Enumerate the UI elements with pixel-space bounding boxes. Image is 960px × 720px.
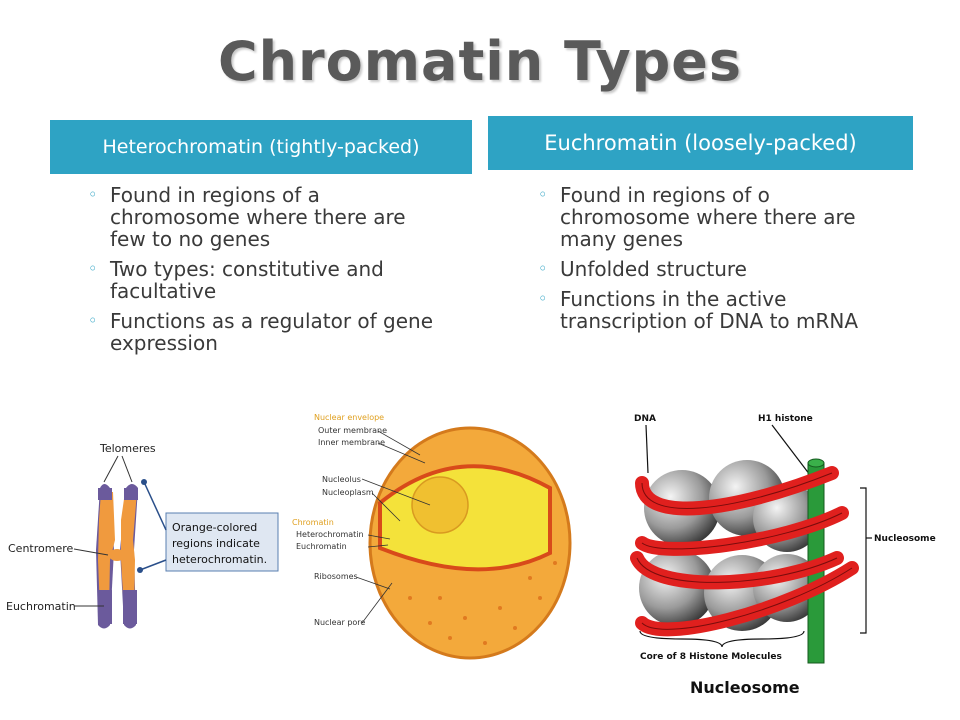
nuclear-pore-label: Nuclear pore	[314, 618, 365, 627]
list-item: Unfolded structure	[536, 258, 866, 280]
list-item: Functions in the active transcription of…	[536, 288, 866, 332]
nucleosome-caption: Nucleosome	[690, 678, 800, 697]
note-line-3: heterochromatin.	[172, 553, 267, 566]
chromatin-label: Chromatin	[292, 518, 334, 527]
heterochromatin-bullets: Found in regions of a chromosome where t…	[86, 184, 446, 362]
nuclear-envelope-label: Nuclear envelope	[314, 413, 384, 422]
nucleosome-figure: DNA H1 histone Nucleosome Core of 8 Hist…	[582, 393, 948, 720]
inner-membrane-label: Inner membrane	[318, 438, 385, 447]
telomeres-label: Telomeres	[99, 442, 156, 455]
heterochromatin-label: Heterochromatin	[296, 530, 364, 539]
list-item: Found in regions of o chromosome where t…	[536, 184, 866, 250]
h1-histone-label: H1 histone	[758, 414, 813, 424]
list-item: Functions as a regulator of gene express…	[86, 310, 446, 354]
dna-label: DNA	[634, 414, 656, 424]
centromere-label: Centromere	[8, 542, 74, 555]
nucleosome-side-label: Nucleosome	[874, 534, 936, 544]
heterochromatin-header: Heterochromatin (tightly-packed)	[50, 120, 472, 174]
nucleoplasm-label: Nucleoplasm	[322, 488, 374, 497]
euchromatin-header: Euchromatin (loosely-packed)	[488, 116, 913, 170]
slide-title: Chromatin Types	[217, 30, 743, 93]
list-item: Found in regions of a chromosome where t…	[86, 184, 446, 250]
list-item: Two types: constitutive and facultative	[86, 258, 446, 302]
ribosomes-label: Ribosomes	[314, 572, 358, 581]
nucleus-figure: Nuclear envelope Outer membrane Inner me…	[280, 393, 580, 683]
outer-membrane-label: Outer membrane	[318, 426, 387, 435]
chromosome-figure: Telomeres Centromere Euchromatin Orange-…	[0, 410, 282, 650]
nucleus-euchromatin-label: Euchromatin	[296, 542, 347, 551]
core-label: Core of 8 Histone Molecules	[640, 652, 782, 662]
nucleolus-label: Nucleolus	[322, 475, 361, 484]
note-line-1: Orange-colored	[172, 521, 257, 534]
euchromatin-bullets: Found in regions of o chromosome where t…	[536, 184, 866, 340]
euchromatin-label: Euchromatin	[6, 600, 76, 613]
note-line-2: regions indicate	[172, 537, 260, 550]
